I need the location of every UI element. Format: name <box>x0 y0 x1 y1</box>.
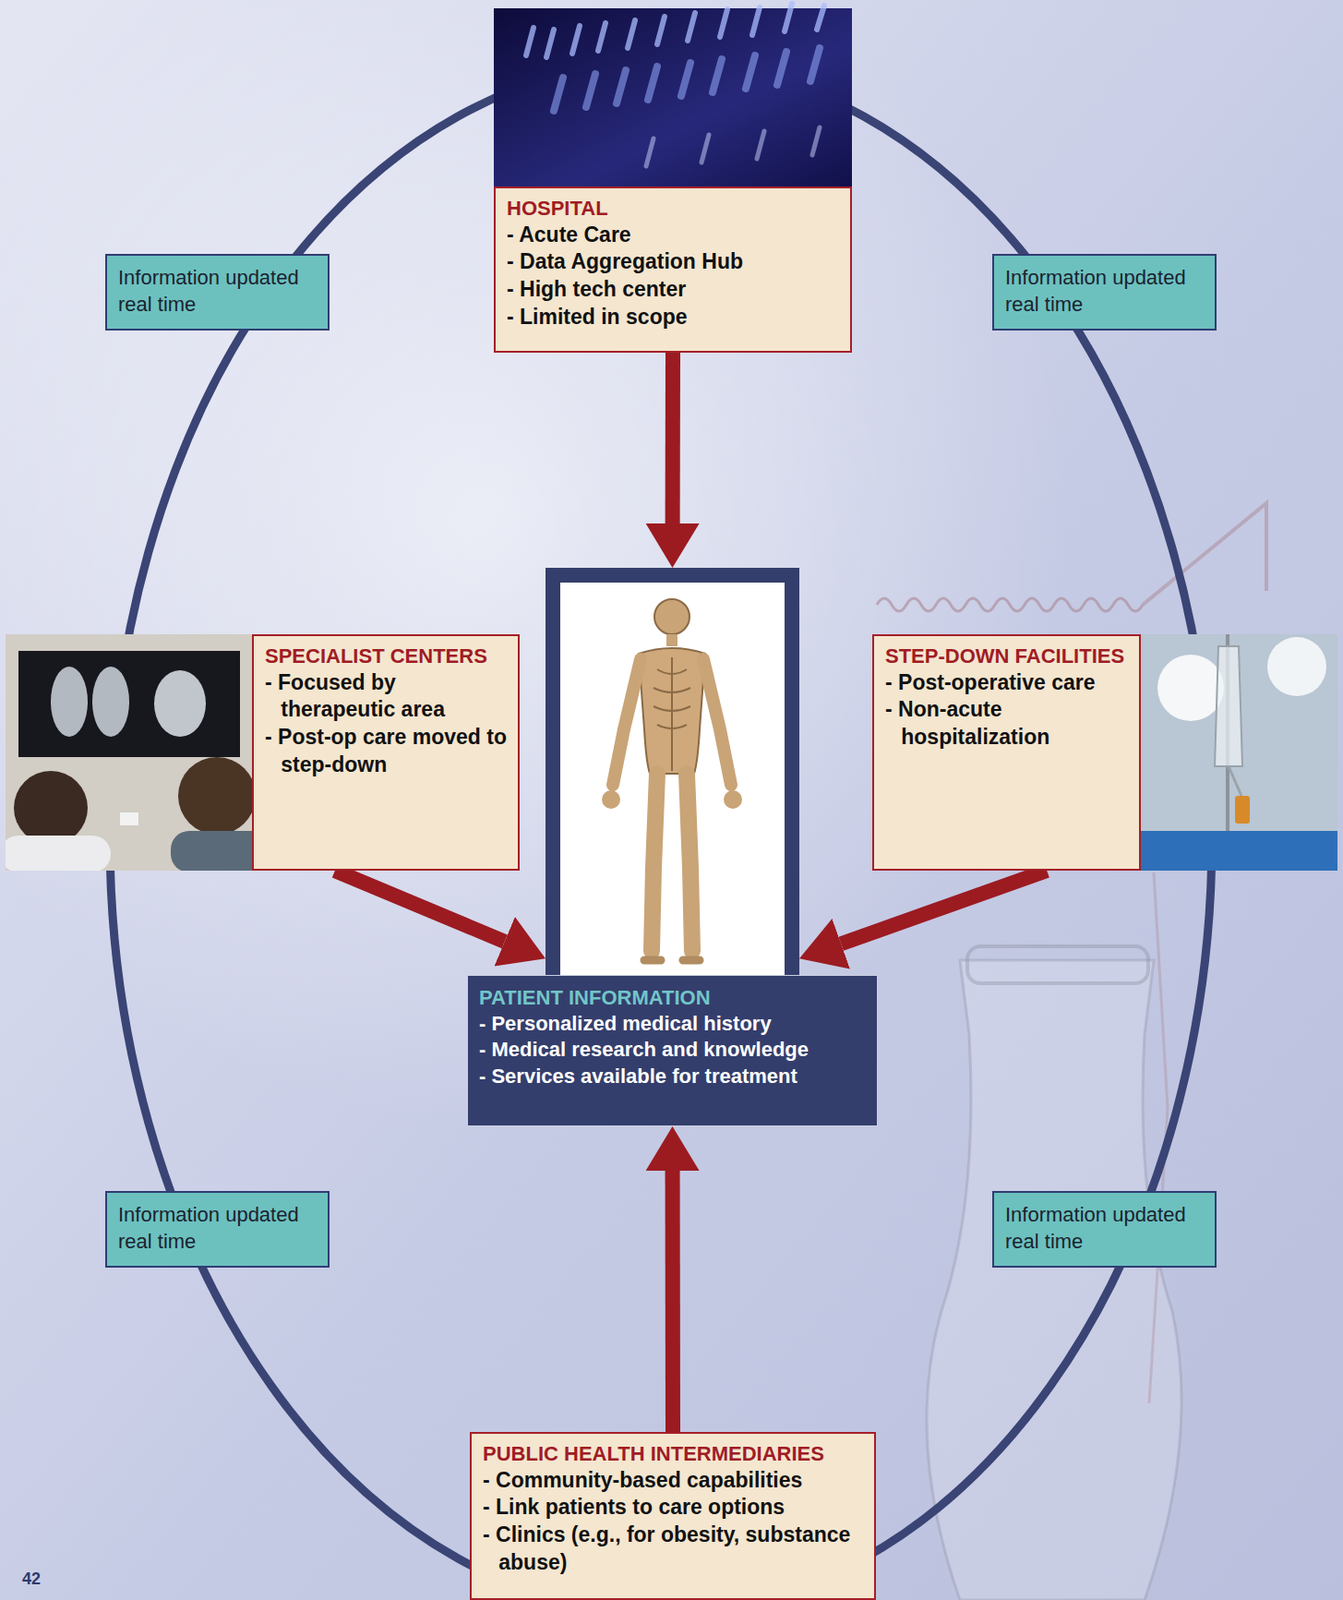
lamp <box>1267 636 1327 696</box>
box-heading: PUBLIC HEALTH INTERMEDIARIES <box>482 1440 865 1467</box>
list-item: - Personalized medical history <box>479 1010 866 1038</box>
iv-bag <box>1214 646 1243 767</box>
bulb-glow <box>0 0 1071 1127</box>
bulb-base <box>926 959 1182 1600</box>
facility-box: HOSPITAL- Acute Care- Data Aggregation H… <box>493 186 852 353</box>
list-item: - Medical research and knowledge <box>479 1036 866 1064</box>
bulb-rim <box>967 946 1149 984</box>
switch <box>119 812 139 826</box>
list-item: - Community-based capabilities <box>482 1466 865 1495</box>
doctor-body <box>170 830 252 871</box>
facility-box: SPECIALIST CENTERS- Focused by therapeut… <box>251 634 520 871</box>
box-heading: HOSPITAL <box>506 195 841 222</box>
doctor-body <box>5 835 111 871</box>
iv-tube <box>1228 766 1242 796</box>
doctor-head <box>178 756 252 835</box>
box-heading: PATIENT INFORMATION <box>479 984 866 1011</box>
list-item: - High tech center <box>506 275 841 304</box>
box-heading: SPECIALIST CENTERS <box>264 643 509 670</box>
figure-ribs <box>653 657 691 771</box>
facility-box: STEP-DOWN FACILITIES- Post-operative car… <box>872 634 1141 871</box>
figure-head <box>654 599 690 635</box>
info-text: Information updated real time <box>118 264 317 318</box>
list-item: - Acute Care <box>506 221 841 250</box>
figure-torso <box>638 647 706 774</box>
patient-figure-frame <box>545 567 800 975</box>
hospital-photo <box>493 3 852 187</box>
patient-frame: PATIENT INFORMATION- Personalized medica… <box>545 567 800 975</box>
flow-arrow <box>665 352 681 524</box>
drape <box>1140 830 1338 871</box>
figure-hand <box>601 790 621 809</box>
facility-box: PUBLIC HEALTH INTERMEDIARIES- Community-… <box>469 1431 876 1600</box>
info-text: Information updated real time <box>1005 264 1204 318</box>
step-down-photo <box>1140 634 1338 871</box>
list-item: - Non-acute hospitalization <box>885 695 1130 752</box>
figure-legs <box>651 773 693 951</box>
digit-streaks <box>553 47 820 111</box>
info-box: Information updated real time <box>105 1190 330 1268</box>
x-ray <box>92 666 130 737</box>
info-text: Information updated real time <box>118 1201 317 1255</box>
page-number: 42 <box>22 1569 41 1589</box>
frame <box>545 567 800 975</box>
photo-ground <box>493 8 852 187</box>
list-item: - Limited in scope <box>506 303 841 332</box>
filament-coil <box>876 598 1143 612</box>
flow-arrow <box>840 870 1047 944</box>
figure-arms <box>612 659 732 785</box>
list-item: - Post-operative care <box>885 669 1130 697</box>
list-item: - Services available for treatment <box>479 1063 866 1091</box>
figure-neck <box>666 634 678 647</box>
specialist-photo <box>5 634 252 871</box>
lamp <box>1157 654 1224 721</box>
flow-arrow <box>665 1170 681 1432</box>
list-item: - Data Aggregation Hub <box>506 248 841 276</box>
info-box: Information updated real time <box>992 1190 1217 1268</box>
lightbox <box>18 650 240 757</box>
frame-ground <box>560 582 785 975</box>
box-heading: STEP-DOWN FACILITIES <box>885 643 1130 670</box>
x-ray <box>154 670 206 737</box>
figure-feet <box>644 956 700 965</box>
info-text: Information updated real time <box>1005 1201 1204 1255</box>
list-item: - Post-op care moved to step-down <box>264 723 509 780</box>
connector-group <box>335 352 1047 1432</box>
list-item: - Link patients to care options <box>482 1493 865 1522</box>
x-ray <box>50 666 88 737</box>
list-item: - Clinics (e.g., for obesity, substance … <box>482 1521 865 1577</box>
figure-hand <box>723 790 743 809</box>
info-box: Information updated real time <box>105 253 330 331</box>
info-box: Information updated real time <box>992 253 1217 331</box>
digit-streaks <box>646 127 820 167</box>
photo-ground <box>1140 634 1338 871</box>
list-item: - Focused by therapeutic area <box>264 669 509 725</box>
digit-streaks <box>526 3 825 58</box>
doctor-head <box>13 770 88 845</box>
iv-fluid <box>1235 795 1250 824</box>
flow-arrow <box>335 870 505 942</box>
patient-info-panel: PATIENT INFORMATION- Personalized medica… <box>467 974 878 1127</box>
